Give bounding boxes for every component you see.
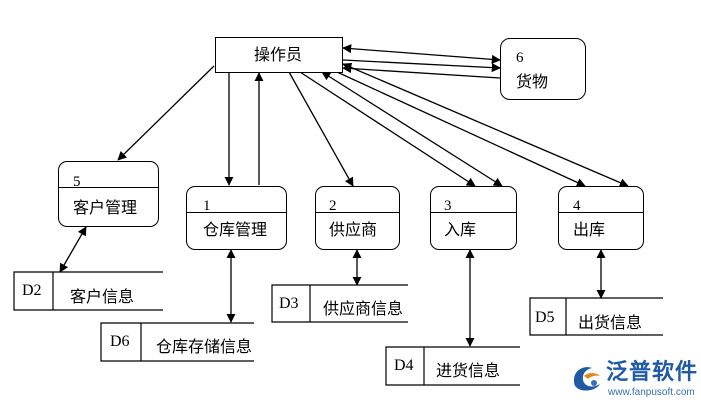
process-label: 供应商 [329,220,378,239]
link-operator-customer [117,65,215,161]
fanpu-logo-icon [574,367,600,391]
process-customer-management: 5 客户管理 [58,161,159,227]
datastore-d6-label: 仓库存储信息 [156,337,253,356]
process-divider [187,212,286,213]
process-stock-out: 4 出库 [558,186,644,250]
link-goods-operator-3 [342,63,501,79]
operator-entity: 操作员 [215,37,343,73]
process-label: 客户管理 [73,198,138,217]
datastore-d6-shape [100,322,254,362]
datastore-d4-label: 进货信息 [436,361,501,380]
datastore-d3-id: D3 [279,295,299,312]
process-number: 1 [203,198,211,214]
process-number: 3 [444,198,452,214]
process-number: 5 [73,174,81,190]
goods-entity: 6 货物 [500,38,586,100]
link-customer-d2 [59,226,87,273]
process-supplier: 2 供应商 [315,186,400,250]
datastore-d3-label: 供应商信息 [323,299,404,318]
process-label: 仓库管理 [203,220,268,239]
goods-label: 货物 [516,72,549,91]
datastore-d4-shape [385,346,520,386]
process-label: 出库 [573,220,606,239]
process-label: 入库 [444,220,477,239]
process-divider [431,212,516,213]
process-number: 2 [329,198,337,214]
process-divider [316,212,399,213]
datastore-d3-shape [271,284,408,323]
operator-label: 操作员 [254,45,303,64]
process-number: 4 [573,198,581,214]
process-stock-in: 3 入库 [430,186,517,250]
datastore-d5-label: 出货信息 [578,313,643,332]
watermark-url: www.fanpusoft.com [608,387,695,398]
datastore-d6-id: D6 [110,333,130,350]
link-operator-outstock-2 [342,63,629,187]
datastore-d4-id: D4 [394,357,414,374]
process-warehouse-management: 1 仓库管理 [186,186,287,250]
datastore-d2-id: D2 [22,282,42,299]
process-divider [559,212,643,213]
datastore-d5-id: D5 [535,309,555,326]
link-operator-goods-1 [342,44,501,64]
datastore-d2-label: 客户信息 [70,287,135,306]
watermark: 泛普软件 www.fanpusoft.com [570,360,698,404]
datastore-d5-shape [529,297,663,336]
datastore-d2-shape [13,271,163,311]
watermark-brand: 泛普软件 [606,360,699,385]
process-divider [59,187,158,188]
link-operator-supplier [288,71,354,187]
link-operator-instock-1 [299,71,476,187]
link-operator-instock-2 [321,71,503,187]
goods-number: 6 [516,50,524,66]
link-operator-goods-2 [342,59,501,73]
